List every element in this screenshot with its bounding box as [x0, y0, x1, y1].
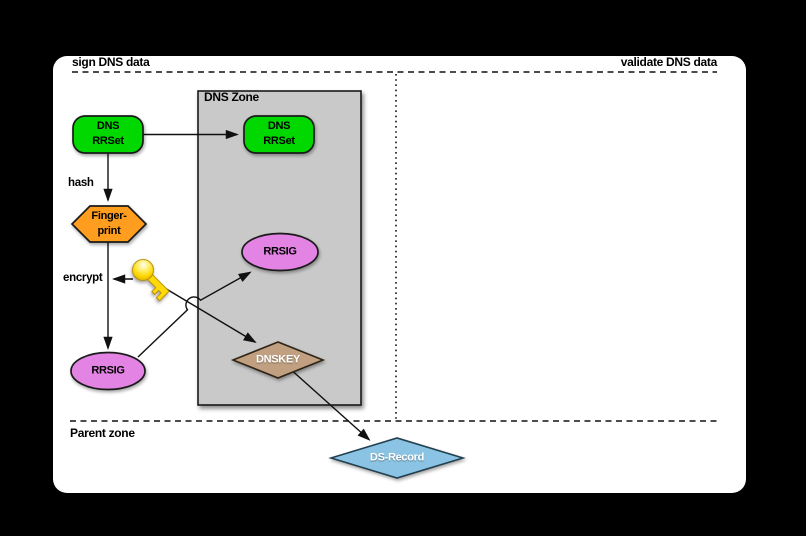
dns-rrset-zone-label: DNS RRSet	[263, 120, 295, 147]
fingerprint-label: Finger- print	[91, 210, 127, 237]
edge-key-to-dnskey	[157, 283, 257, 344]
ds-record-label: DS-Record	[369, 451, 425, 464]
diagram-panel	[53, 56, 746, 493]
edge-dnskey-to-dsrecord	[292, 370, 371, 441]
edge-rrsig-to-zone-rrsig	[137, 271, 252, 358]
rrsig-left-label: RRSIG	[91, 364, 125, 377]
dns-zone-label: DNS Zone	[204, 90, 259, 104]
node-dsrecord-diamond	[328, 437, 466, 479]
node-rrsig-left	[70, 351, 146, 391]
node-dns-rrset-zone	[243, 115, 315, 154]
key-icon	[132, 259, 170, 302]
dnskey-label: DNSKEY	[255, 353, 301, 366]
node-dnskey-diamond	[230, 341, 326, 379]
encrypt-edge-label: encrypt	[63, 272, 103, 284]
sign-section-label: sign DNS data	[72, 55, 150, 69]
node-dns-rrset-left	[72, 115, 144, 154]
node-rrsig-zone	[241, 232, 319, 272]
node-fingerprint-hexagon	[70, 205, 148, 243]
rrsig-zone-label: RRSIG	[263, 245, 297, 258]
validate-section-label: validate DNS data	[620, 55, 718, 69]
dns-rrset-left-label: DNS RRSet	[92, 120, 124, 147]
parent-zone-label: Parent zone	[70, 426, 135, 440]
hash-edge-label: hash	[68, 177, 94, 189]
